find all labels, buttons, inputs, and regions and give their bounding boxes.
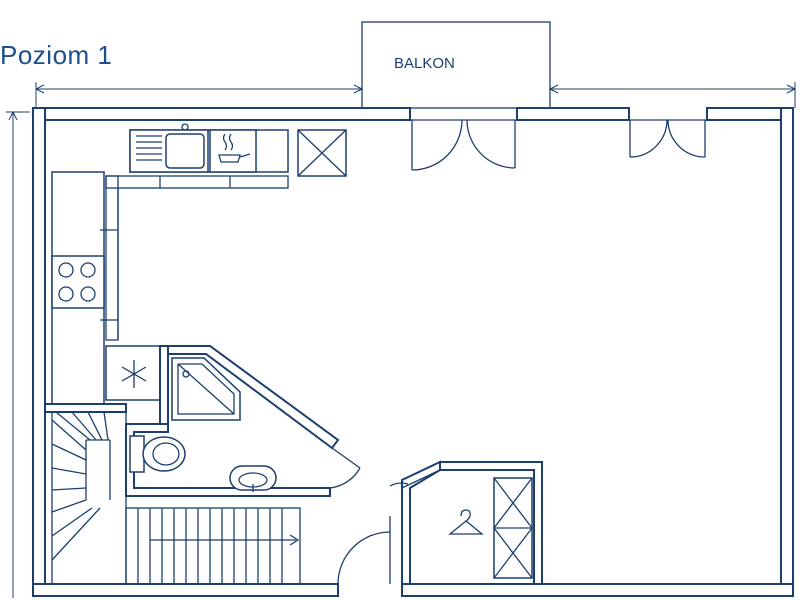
staircase xyxy=(44,403,301,585)
window-right xyxy=(629,119,707,158)
toilet xyxy=(129,435,186,473)
outer-walls xyxy=(32,107,794,597)
fridge-snowflake-icon xyxy=(105,345,163,401)
balcony-door xyxy=(410,119,517,171)
kitchen xyxy=(51,123,347,405)
bathroom-door xyxy=(329,447,361,489)
balcony-label: BALKON xyxy=(394,55,455,72)
wardrobe-hanger-icon xyxy=(448,509,484,535)
stove-pan-icon xyxy=(209,129,257,173)
level-title: Poziom 1 xyxy=(0,40,113,70)
kitchen-sink xyxy=(129,123,209,173)
washbasin xyxy=(229,465,277,492)
dimension-lines xyxy=(6,82,797,598)
balcony: BALKON xyxy=(361,21,551,109)
entrance-door xyxy=(337,516,403,596)
wardrobe xyxy=(389,460,543,585)
bathroom xyxy=(125,345,361,497)
shower xyxy=(171,357,241,421)
tall-cabinet xyxy=(297,129,347,177)
cooktop xyxy=(51,255,105,309)
